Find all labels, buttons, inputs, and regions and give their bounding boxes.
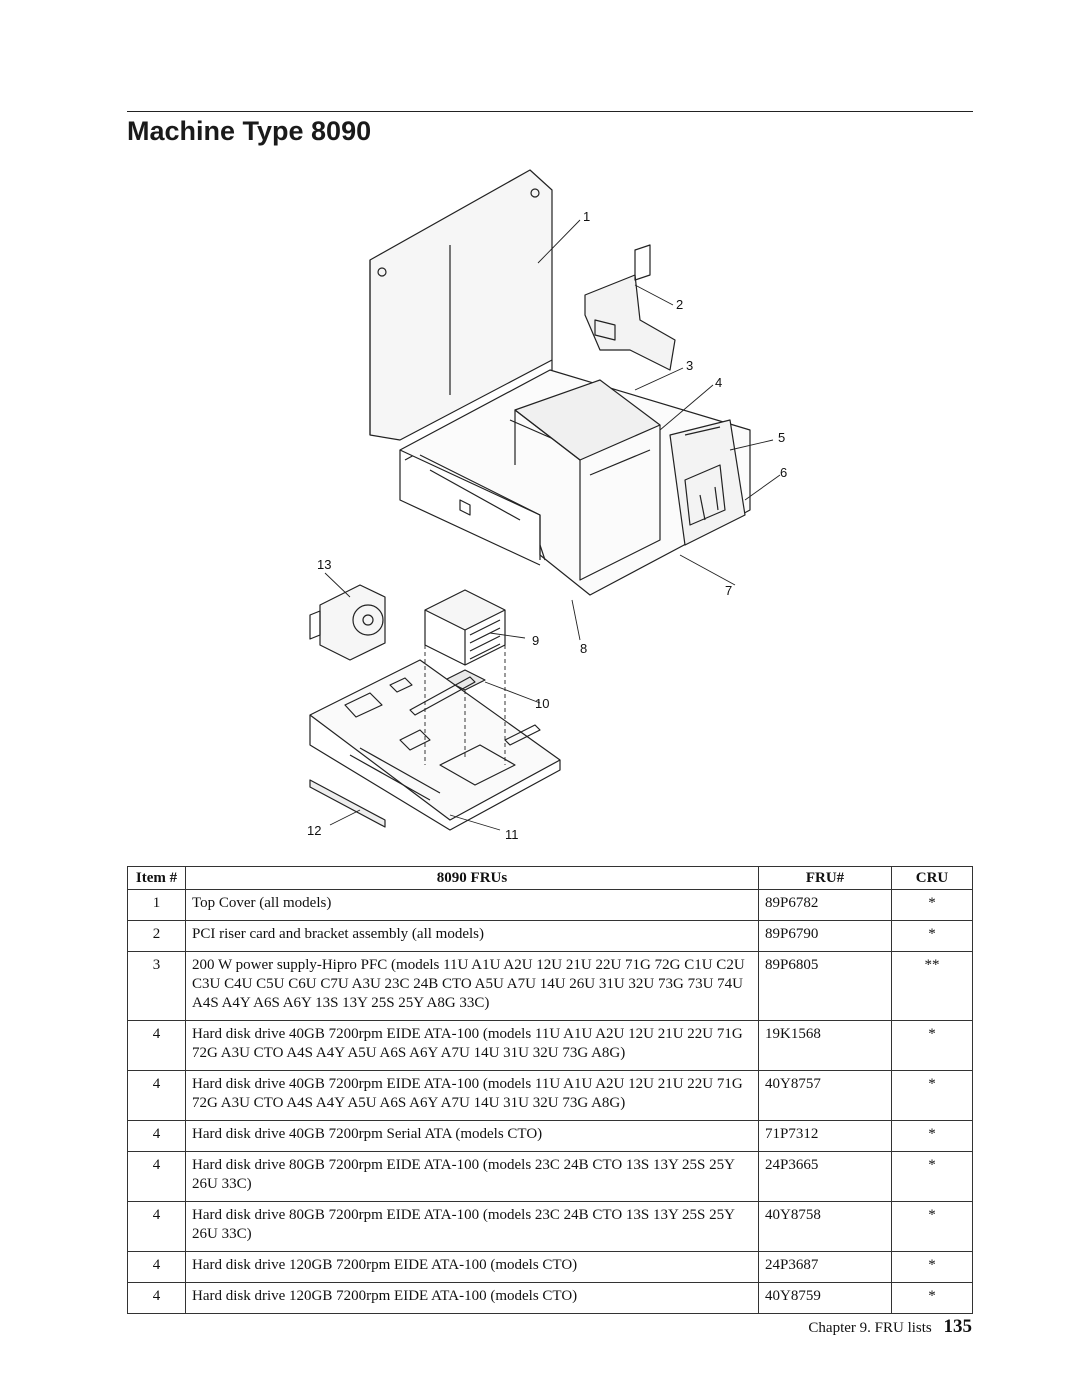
callout-7: 7 — [725, 583, 732, 598]
callout-5: 5 — [778, 430, 785, 445]
header-rule — [127, 111, 973, 112]
exploded-parts-diagram: 1 2 3 4 5 6 7 8 9 10 11 12 13 — [290, 165, 810, 850]
row-cru: * — [891, 1201, 973, 1252]
row-item: 2 — [127, 920, 186, 952]
row-fru-number: 40Y8757 — [758, 1070, 892, 1121]
memory-module-drawing — [309, 779, 386, 828]
heat-sink-drawing — [424, 589, 506, 666]
row-description: PCI riser card and bracket assembly (all… — [185, 920, 759, 952]
footer-chapter: Chapter 9. FRU lists — [808, 1320, 932, 1336]
callout-10: 10 — [535, 696, 549, 711]
system-board-drawing — [309, 659, 561, 831]
header-frus: 8090 FRUs — [185, 866, 759, 890]
row-description: Hard disk drive 120GB 7200rpm EIDE ATA-1… — [185, 1282, 759, 1314]
row-description: 200 W power supply-Hipro PFC (models 11U… — [185, 951, 759, 1021]
row-item: 1 — [127, 889, 186, 921]
table-row: 4 Hard disk drive 80GB 7200rpm EIDE ATA-… — [127, 1151, 973, 1202]
row-item: 4 — [127, 1070, 186, 1121]
row-item: 4 — [127, 1020, 186, 1071]
header-item: Item # — [127, 866, 186, 890]
row-description: Hard disk drive 40GB 7200rpm EIDE ATA-10… — [185, 1070, 759, 1121]
fru-table: Item # 8090 FRUs FRU# CRU 1 Top Cover (a… — [127, 866, 973, 1314]
row-fru-number: 89P6805 — [758, 951, 892, 1021]
row-cru: * — [891, 1120, 973, 1152]
row-description: Hard disk drive 40GB 7200rpm EIDE ATA-10… — [185, 1020, 759, 1071]
row-cru: * — [891, 1282, 973, 1314]
table-row: 4 Hard disk drive 40GB 7200rpm EIDE ATA-… — [127, 1070, 973, 1121]
callout-1: 1 — [583, 209, 590, 224]
diagram-svg: 1 2 3 4 5 6 7 8 9 10 11 12 13 — [307, 169, 787, 842]
table-row: 4 Hard disk drive 120GB 7200rpm EIDE ATA… — [127, 1282, 973, 1314]
page-title: Machine Type 8090 — [127, 116, 372, 146]
leader-lines — [324, 219, 781, 831]
row-cru: * — [891, 889, 973, 921]
row-cru: * — [891, 1151, 973, 1202]
table-row: 4 Hard disk drive 120GB 7200rpm EIDE ATA… — [127, 1251, 973, 1283]
row-description: Hard disk drive 120GB 7200rpm EIDE ATA-1… — [185, 1251, 759, 1283]
row-description: Hard disk drive 80GB 7200rpm EIDE ATA-10… — [185, 1151, 759, 1202]
row-item: 4 — [127, 1120, 186, 1152]
table-row: 3 200 W power supply-Hipro PFC (models 1… — [127, 951, 973, 1021]
page-number: 135 — [943, 1316, 973, 1337]
row-fru-number: 40Y8759 — [758, 1282, 892, 1314]
table-row: 1 Top Cover (all models) 89P6782 * — [127, 889, 973, 921]
pci-riser-drawing — [584, 244, 676, 371]
callout-11: 11 — [505, 827, 519, 842]
callout-4: 4 — [715, 375, 722, 390]
row-cru: ** — [891, 951, 973, 1021]
header-cru: CRU — [891, 866, 973, 890]
row-description: Hard disk drive 40GB 7200rpm Serial ATA … — [185, 1120, 759, 1152]
row-fru-number: 24P3687 — [758, 1251, 892, 1283]
row-description: Top Cover (all models) — [185, 889, 759, 921]
callout-12: 12 — [307, 823, 321, 838]
row-cru: * — [891, 920, 973, 952]
header-fru-number: FRU# — [758, 866, 892, 890]
row-cru: * — [891, 1020, 973, 1071]
row-fru-number: 19K1568 — [758, 1020, 892, 1071]
table-header-row: Item # 8090 FRUs FRU# CRU — [127, 866, 973, 890]
row-fru-number: 89P6790 — [758, 920, 892, 952]
row-fru-number: 24P3665 — [758, 1151, 892, 1202]
callout-6: 6 — [780, 465, 787, 480]
table-row: 4 Hard disk drive 40GB 7200rpm EIDE ATA-… — [127, 1020, 973, 1071]
table-row: 4 Hard disk drive 40GB 7200rpm Serial AT… — [127, 1120, 973, 1152]
page-footer: Chapter 9. FRU lists 135 — [808, 1316, 972, 1338]
chassis-drawing — [399, 369, 751, 596]
row-item: 4 — [127, 1251, 186, 1283]
table-row: 4 Hard disk drive 80GB 7200rpm EIDE ATA-… — [127, 1201, 973, 1252]
callout-13: 13 — [317, 557, 331, 572]
row-cru: * — [891, 1251, 973, 1283]
table-row: 2 PCI riser card and bracket assembly (a… — [127, 920, 973, 952]
power-supply-drawing — [514, 379, 661, 581]
row-cru: * — [891, 1070, 973, 1121]
drive-cage-drawing — [669, 419, 746, 546]
callout-8: 8 — [580, 641, 587, 656]
callout-3: 3 — [686, 358, 693, 373]
callout-9: 9 — [532, 633, 539, 648]
row-fru-number: 40Y8758 — [758, 1201, 892, 1252]
fan-assembly-drawing — [309, 584, 386, 661]
row-fru-number: 71P7312 — [758, 1120, 892, 1152]
row-fru-number: 89P6782 — [758, 889, 892, 921]
row-description: Hard disk drive 80GB 7200rpm EIDE ATA-10… — [185, 1201, 759, 1252]
callout-2: 2 — [676, 297, 683, 312]
row-item: 4 — [127, 1151, 186, 1202]
row-item: 4 — [127, 1201, 186, 1252]
row-item: 3 — [127, 951, 186, 1021]
row-item: 4 — [127, 1282, 186, 1314]
alignment-lines — [424, 645, 506, 765]
